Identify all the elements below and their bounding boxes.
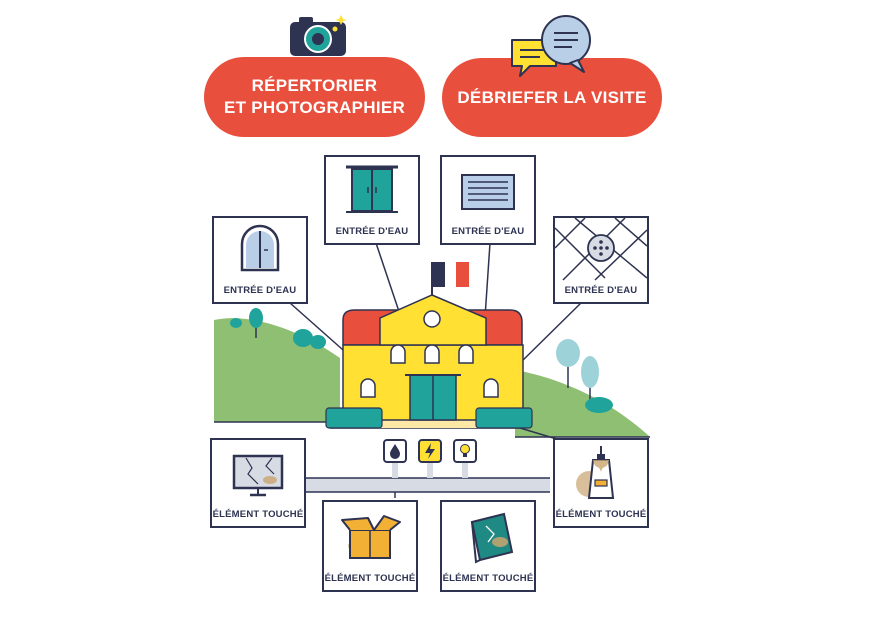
debrief-action-pill: DÉBRIEFER LA VISITE [442,58,662,137]
entry-point-box-window: ENTRÉE D'EAU [212,216,308,304]
affected-item-box-book: ÉLÉMENT TOUCHÉ [440,500,536,592]
affected-item-label: ÉLÉMENT TOUCHÉ [555,509,647,520]
affected-item-box-cardboard: ÉLÉMENT TOUCHÉ [322,500,418,592]
entry-point-label: ENTRÉE D'EAU [451,226,525,237]
chat-bubbles-icon [511,15,591,77]
affected-item-box-screen: ÉLÉMENT TOUCHÉ [210,438,306,528]
entry-point-label: ENTRÉE D'EAU [223,285,297,296]
entry-point-box-vent: ENTRÉE D'EAU [440,155,536,245]
damaged-box-icon [341,515,401,559]
damaged-tag-icon [576,446,615,499]
lighting-utility [453,439,477,463]
arched-window-icon [240,224,280,272]
entry-point-label: ENTRÉE D'EAU [335,226,409,237]
electricity-utility [418,439,442,463]
affected-item-box-tag: ÉLÉMENT TOUCHÉ [553,438,649,528]
double-door-icon [346,165,398,213]
debrief-action-label: DÉBRIEFER LA VISITE [457,87,647,107]
left-trees [230,308,326,349]
camera-icon [290,15,347,56]
french-flag [431,262,469,300]
water-utility [383,439,407,463]
affected-item-label: ÉLÉMENT TOUCHÉ [442,573,534,584]
water-drop-icon [390,444,400,459]
left-hill [214,318,340,422]
entry-point-label: ENTRÉE D'EAU [564,285,638,296]
lightning-icon [425,443,435,459]
vent-grille-icon [461,174,515,210]
photograph-action-line1: RÉPERTORIER [251,76,378,95]
photograph-action-pill: RÉPERTORIER ET PHOTOGRAPHIER [204,57,425,137]
entry-point-box-door: ENTRÉE D'EAU [324,155,420,245]
damaged-book-icon [470,512,514,564]
floor-drain-icon [555,218,647,281]
photograph-action-line2: ET PHOTOGRAPHIER [223,98,406,117]
affected-item-label: ÉLÉMENT TOUCHÉ [212,509,304,520]
right-hill [515,370,650,437]
entry-point-box-drain: ENTRÉE D'EAU [553,216,649,304]
town-hall-building [325,294,533,429]
underground-pipes [305,458,550,493]
light-bulb-icon [460,444,470,457]
affected-item-label: ÉLÉMENT TOUCHÉ [324,573,416,584]
right-trees [556,339,613,413]
damaged-screen-icon [232,454,284,497]
